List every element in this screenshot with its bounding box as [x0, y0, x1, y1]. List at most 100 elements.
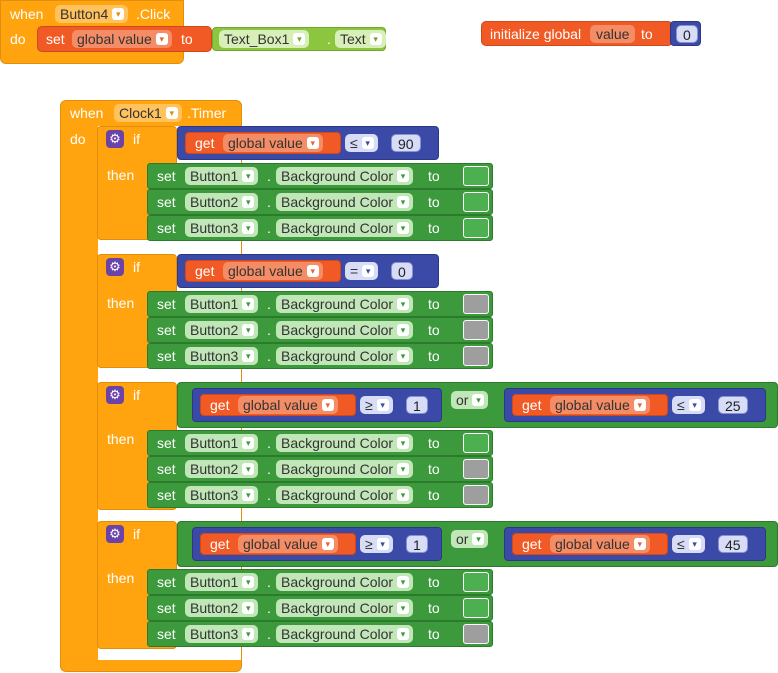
property-dropdown[interactable]: Background Color	[276, 219, 414, 237]
property-dropdown[interactable]: Background Color	[276, 486, 414, 504]
component-dropdown[interactable]: Button1	[185, 167, 259, 185]
if-label: if	[133, 387, 140, 403]
init-to-label: to	[641, 26, 653, 42]
component-dropdown[interactable]: Button2	[185, 599, 259, 617]
component-dropdown[interactable]: Button4	[55, 5, 129, 23]
green-color-swatch[interactable]	[463, 433, 489, 453]
textbox-getter-block[interactable]: Text_Box1 . Text	[212, 27, 386, 51]
property-dropdown[interactable]: Background Color	[276, 460, 414, 478]
text-property-dropdown[interactable]: Text	[335, 30, 386, 48]
property-dropdown[interactable]: Background Color	[276, 599, 414, 617]
gray-color-swatch[interactable]	[463, 624, 489, 644]
property-dropdown[interactable]: Background Color	[276, 347, 414, 365]
dot-label: .	[267, 461, 271, 477]
variable-dropdown[interactable]: global value	[238, 535, 338, 553]
get-label: get	[210, 536, 230, 552]
gear-icon[interactable]: ⚙	[106, 130, 124, 148]
green-color-swatch[interactable]	[463, 572, 489, 592]
component-dropdown[interactable]: Button1	[185, 434, 259, 452]
green-color-swatch[interactable]	[463, 166, 489, 186]
variable-dropdown[interactable]: global value	[72, 30, 172, 48]
gray-color-swatch[interactable]	[463, 294, 489, 314]
initialize-global-block[interactable]: initialize global value to	[481, 21, 673, 46]
number-block[interactable]: 0	[670, 21, 701, 46]
number-field[interactable]: 1	[406, 535, 428, 553]
gray-color-swatch[interactable]	[463, 320, 489, 340]
component-dropdown[interactable]: Button2	[185, 193, 259, 211]
number-field[interactable]: 0	[391, 262, 413, 280]
textbox-component-dropdown[interactable]: Text_Box1	[219, 30, 310, 48]
dot-label: .	[267, 348, 271, 364]
set-label: set	[157, 626, 176, 642]
get-label: get	[210, 397, 230, 413]
property-dropdown[interactable]: Background Color	[276, 573, 414, 591]
property-dropdown[interactable]: Background Color	[276, 321, 414, 339]
dot-label: .	[267, 487, 271, 503]
green-color-swatch[interactable]	[463, 192, 489, 212]
clock-component-dropdown[interactable]: Clock1	[114, 104, 182, 122]
get-label: get	[195, 135, 215, 151]
number-field[interactable]: 45	[718, 535, 748, 553]
component-dropdown[interactable]: Button2	[185, 460, 259, 478]
property-dropdown[interactable]: Background Color	[276, 625, 414, 643]
dot-label: .	[267, 220, 271, 236]
number-field[interactable]: 90	[391, 134, 421, 152]
then-label: then	[107, 431, 135, 447]
property-dropdown[interactable]: Background Color	[276, 167, 414, 185]
global-name-field[interactable]: value	[590, 25, 636, 43]
operator-dropdown[interactable]: ≤	[672, 535, 705, 553]
green-color-swatch[interactable]	[463, 598, 489, 618]
property-dropdown[interactable]: Background Color	[276, 193, 414, 211]
get-label: get	[522, 536, 542, 552]
to-label: to	[428, 435, 440, 451]
component-dropdown[interactable]: Button3	[185, 347, 259, 365]
gray-color-swatch[interactable]	[463, 459, 489, 479]
green-color-swatch[interactable]	[463, 218, 489, 238]
to-label: to	[428, 296, 440, 312]
set-label: set	[157, 322, 176, 338]
to-label: to	[181, 31, 193, 47]
set-label: set	[157, 168, 176, 184]
to-label: to	[428, 487, 440, 503]
variable-dropdown[interactable]: global value	[550, 396, 650, 414]
variable-dropdown[interactable]: global value	[238, 396, 338, 414]
number-field[interactable]: 1	[406, 396, 428, 414]
variable-dropdown[interactable]: global value	[223, 134, 323, 152]
operator-dropdown[interactable]: ≤	[345, 134, 378, 152]
to-label: to	[428, 168, 440, 184]
operator-dropdown[interactable]: ≥	[360, 396, 393, 414]
component-dropdown[interactable]: Button2	[185, 321, 259, 339]
gray-color-swatch[interactable]	[463, 346, 489, 366]
gear-icon[interactable]: ⚙	[106, 386, 124, 404]
set-label: set	[157, 461, 176, 477]
variable-dropdown[interactable]: global value	[550, 535, 650, 553]
operator-dropdown[interactable]: =	[345, 262, 379, 280]
initial-number-field[interactable]: 0	[676, 25, 698, 43]
set-label: set	[157, 600, 176, 616]
gear-icon[interactable]: ⚙	[106, 525, 124, 543]
gear-icon[interactable]: ⚙	[106, 258, 124, 276]
or-dropdown[interactable]: or	[451, 530, 489, 548]
dot-label: .	[267, 600, 271, 616]
timer-when-label: when	[70, 105, 104, 121]
dot-label: .	[267, 168, 271, 184]
component-dropdown[interactable]: Button3	[185, 219, 259, 237]
component-dropdown[interactable]: Button3	[185, 486, 259, 504]
variable-dropdown[interactable]: global value	[223, 262, 323, 280]
property-dropdown[interactable]: Background Color	[276, 295, 414, 313]
component-dropdown[interactable]: Button3	[185, 625, 259, 643]
component-dropdown[interactable]: Button1	[185, 573, 259, 591]
operator-dropdown[interactable]: ≥	[360, 535, 393, 553]
gray-color-swatch[interactable]	[463, 485, 489, 505]
operator-dropdown[interactable]: ≤	[672, 396, 705, 414]
set-label: set	[157, 348, 176, 364]
number-field[interactable]: 25	[718, 396, 748, 414]
set-label: set	[157, 435, 176, 451]
component-dropdown[interactable]: Button1	[185, 295, 259, 313]
to-label: to	[428, 461, 440, 477]
or-dropdown[interactable]: or	[451, 391, 489, 409]
property-dropdown[interactable]: Background Color	[276, 434, 414, 452]
dot-label: .	[327, 31, 331, 47]
set-global-block[interactable]: set global value to	[37, 26, 212, 52]
dot-label: .	[267, 626, 271, 642]
